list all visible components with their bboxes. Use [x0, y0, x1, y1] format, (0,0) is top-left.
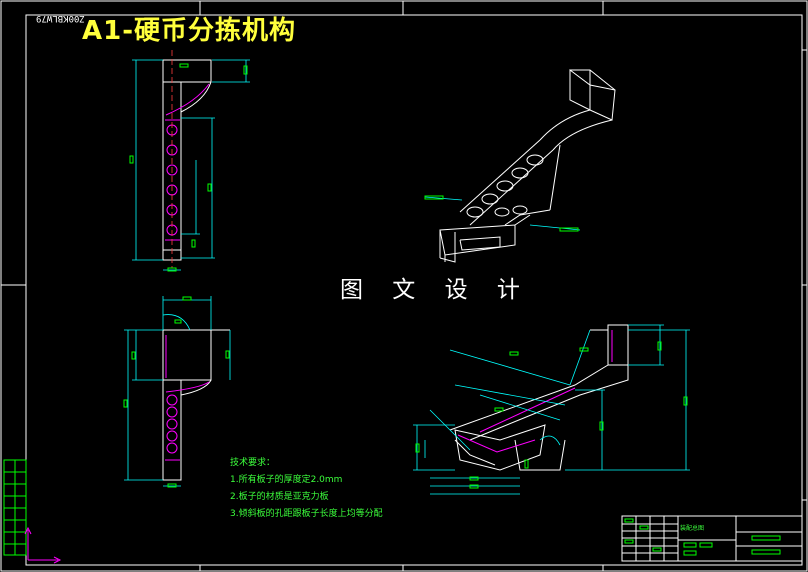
isometric-view — [424, 69, 616, 263]
watermark-text: 图 文 设 计 — [340, 277, 531, 303]
title-block-name: 装配总图 — [680, 525, 705, 532]
plan-view — [413, 324, 690, 495]
ucs-axis-icon — [24, 526, 62, 564]
tech-req-item-1: 1.所有板子的厚度定2.0mm — [230, 475, 343, 485]
drawing-title: A1-硬币分拣机构 — [82, 16, 297, 46]
technical-requirements: 技术要求： 1.所有板子的厚度定2.0mm 2.板子的材质是亚克力板 3.倾斜板… — [230, 455, 383, 523]
left-revision-table — [3, 459, 27, 556]
tech-req-heading: 技术要求： — [230, 458, 276, 468]
tech-req-item-3: 3.倾斜板的孔距跟板子长度上均等分配 — [230, 509, 383, 519]
tech-req-item-2: 2.板子的材质是亚克力板 — [230, 492, 329, 502]
title-block-fields — [624, 518, 781, 556]
drawing-code: Z00KBLW79 — [36, 13, 85, 23]
front-view — [129, 50, 250, 272]
title-block — [621, 515, 803, 562]
side-view — [123, 296, 231, 488]
